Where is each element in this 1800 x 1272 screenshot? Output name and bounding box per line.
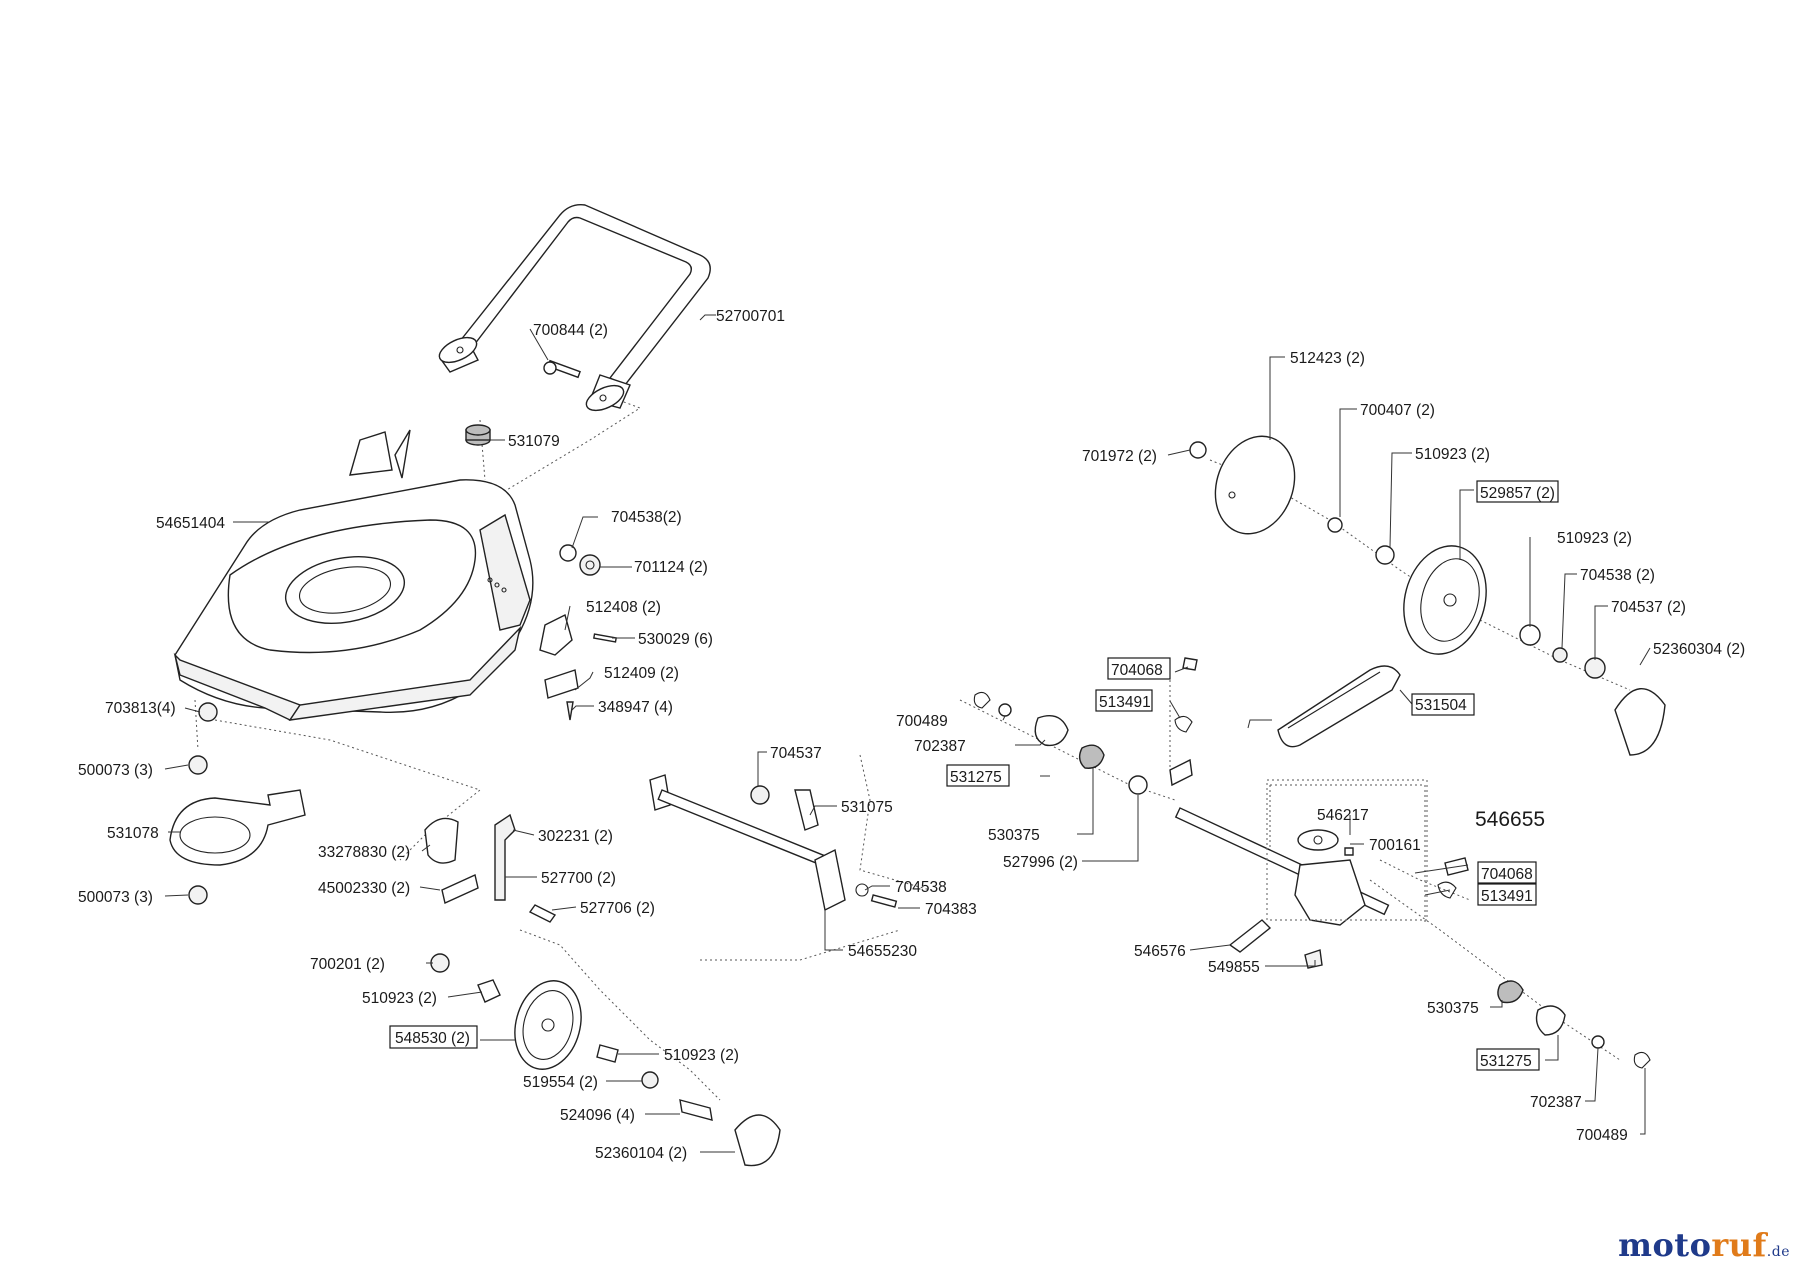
label-500073b: 500073 (3) [78,889,153,906]
label-548530: 548530 (2) [395,1030,470,1047]
label-531079: 531079 [508,433,560,450]
bolt-700844-part [543,359,581,379]
label-530375b: 530375 [1427,1000,1479,1017]
label-531078: 531078 [107,825,159,842]
label-513491a: 513491 [1099,694,1151,711]
label-704538a: 704538 [895,879,947,896]
label-531275b: 531275 [1480,1053,1532,1070]
label-510923a: 510923 (2) [362,990,437,1007]
label-33278830: 33278830 (2) [318,844,410,861]
label-531075: 531075 [841,799,893,816]
part-number-labels: 52700701 700844 (2) 531079 54651404 7045… [78,308,1745,1162]
label-530029: 530029 (6) [638,631,713,648]
logo-part-2: ruf [1711,1226,1767,1264]
label-524096: 524096 (4) [560,1107,635,1124]
logo-part-1: moto [1618,1226,1712,1264]
label-700844: 700844 (2) [533,322,608,339]
label-500073a: 500073 (3) [78,762,153,779]
label-702387b: 702387 [1530,1094,1582,1111]
label-513491b: 513491 [1481,888,1533,905]
label-704537a: 704537 [770,745,822,762]
logo-suffix: .de [1766,1244,1790,1260]
label-512408: 512408 (2) [586,599,661,616]
label-700489b: 700489 [1576,1127,1628,1144]
rear-wheel-assembly-parts [1189,435,1666,756]
label-546655: 546655 [1475,808,1545,831]
leader-lines [164,314,1651,1153]
label-546217: 546217 [1317,807,1369,824]
handle-bar-part [438,204,711,412]
rear-flap-part [169,755,306,905]
label-512409: 512409 (2) [604,665,679,682]
front-wheel-part [514,980,781,1167]
label-546576: 546576 [1134,943,1186,960]
label-512423: 512423 (2) [1290,350,1365,367]
motoruf-logo: motoruf.de [1618,1226,1790,1264]
label-702387a: 702387 [914,738,966,755]
label-529857: 529857 (2) [1480,485,1555,502]
label-527996: 527996 (2) [1003,854,1078,871]
label-510923c: 510923 (2) [1415,446,1490,463]
label-704383: 704383 [925,901,977,918]
label-700161: 700161 [1369,837,1421,854]
label-701124: 701124 (2) [634,559,708,576]
label-549855: 549855 [1208,959,1260,976]
label-52700701: 52700701 [716,308,785,325]
label-510923d: 510923 (2) [1557,530,1632,547]
mower-deck-part [173,429,534,721]
label-531504: 531504 [1415,697,1467,714]
label-45002330: 45002330 (2) [318,880,410,897]
height-adjuster-parts [424,813,557,1003]
rear-axle-part [649,774,898,912]
label-704538-2a: 704538(2) [611,509,682,526]
label-52360304: 52360304 (2) [1653,641,1745,658]
label-302231: 302231 (2) [538,828,613,845]
label-boxes [389,480,1559,1071]
label-700489a: 700489 [896,713,948,730]
label-704538-2b: 704538 (2) [1580,567,1655,584]
label-519554: 519554 (2) [523,1074,598,1091]
label-704068a: 704068 [1111,662,1163,679]
label-703813: 703813(4) [105,700,176,717]
belt-531504-part [1277,665,1401,748]
label-527706: 527706 (2) [580,900,655,917]
label-701972: 701972 (2) [1082,448,1157,465]
label-54655230: 54655230 [848,943,917,960]
label-348947: 348947 (4) [598,699,673,716]
label-700407: 700407 (2) [1360,402,1435,419]
label-530375a: 530375 [988,827,1040,844]
insert-531079-part [465,424,491,446]
label-704537-2: 704537 (2) [1611,599,1686,616]
label-531275a: 531275 [950,769,1002,786]
drive-shaft-gear-parts [973,657,1651,1069]
label-700201: 700201 (2) [310,956,385,973]
label-510923b: 510923 (2) [664,1047,739,1064]
label-52360104: 52360104 (2) [595,1145,687,1162]
washer-nut-parts [198,544,617,722]
label-704068b: 704068 [1481,866,1533,883]
label-527700: 527700 (2) [541,870,616,887]
label-54651404: 54651404 [156,515,225,532]
